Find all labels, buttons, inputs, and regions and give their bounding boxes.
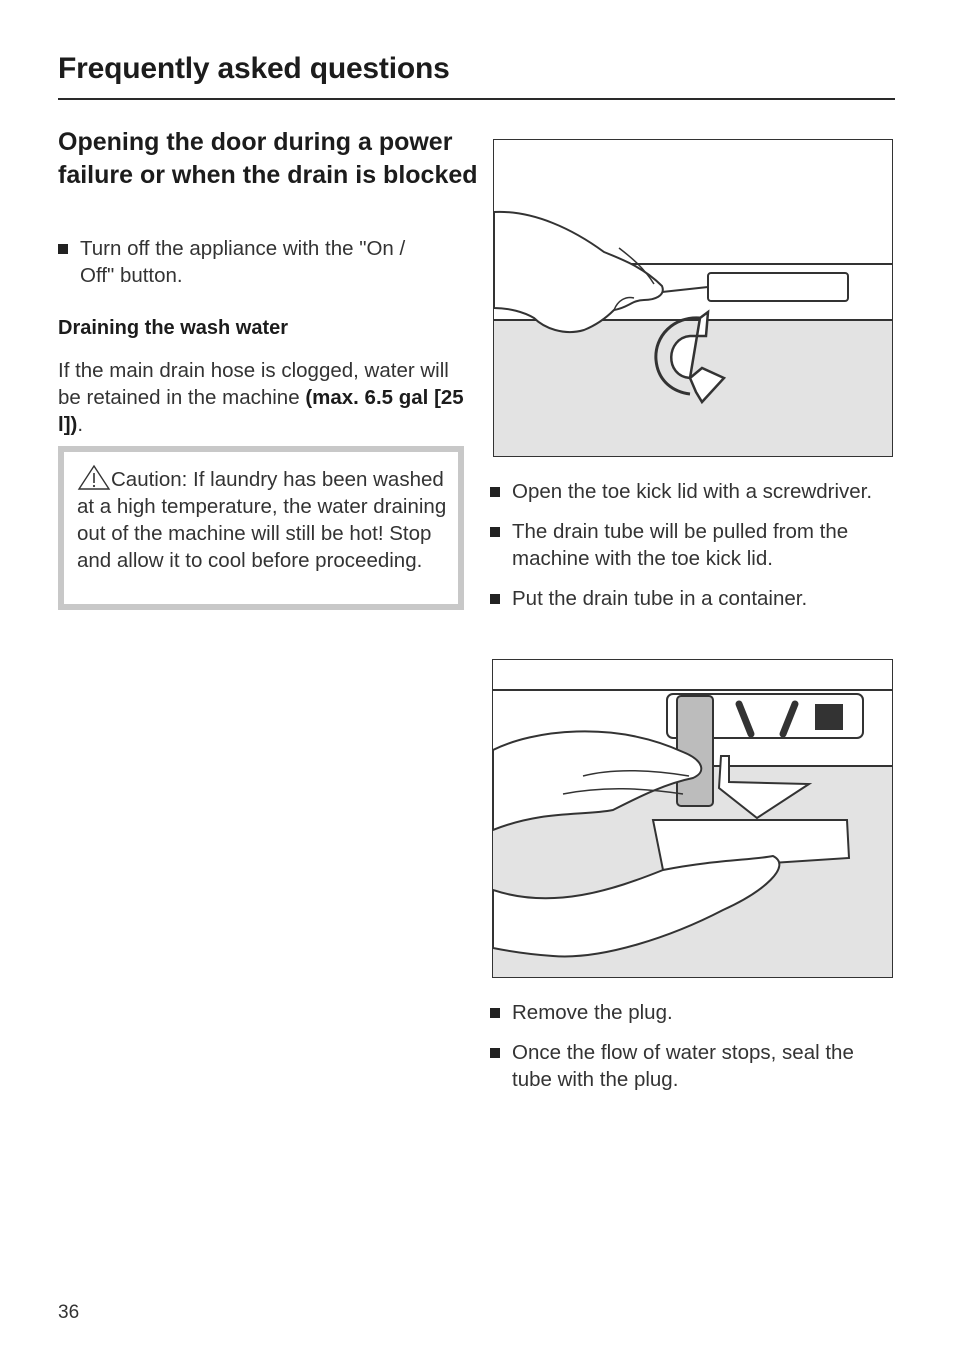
paragraph-bold: (max. 6.5 gal [25 l]) [58,386,464,436]
page-header: Frequently asked questions [58,52,450,85]
toe-kick-illustration [494,210,892,456]
step-drain-tube-pulled: The drain tube will be pulled from the m… [512,520,849,570]
header-divider [58,98,895,100]
step-text: Turn off the appliance with the "On / Of… [80,237,406,287]
step-seal-tube: Once the flow of water stops, seal the t… [512,1041,854,1091]
drain-tube-illustration [493,689,892,977]
square-bullet-icon [490,1048,500,1058]
square-bullet-icon [58,244,68,254]
caution-box: Caution: If laundry has been washed at a… [58,446,464,610]
drain-tube-figure [492,659,893,978]
page-number: 36 [58,1302,80,1323]
toe-kick-figure [493,139,893,457]
subheading: Draining the wash water [58,317,289,339]
square-bullet-icon [490,487,500,497]
step-remove-plug: Remove the plug. [512,1001,673,1024]
section-title: Opening the door during a power failure … [58,128,478,189]
right-steps-group-2: Remove the plug. Once the flow of water … [490,999,895,1093]
square-bullet-icon [490,1008,500,1018]
caution-text: Caution: If laundry has been washed at a… [77,468,447,572]
step-open-lid: Open the toe kick lid with a screwdriver… [512,480,873,503]
step-turn-off: Turn off the appliance with the "On / Of… [58,235,418,289]
paragraph-end: . [77,413,84,436]
warning-triangle-icon [77,464,111,490]
right-steps-group-1: Open the toe kick lid with a screwdriver… [490,478,895,612]
square-bullet-icon [490,594,500,604]
drain-paragraph: If the main drain hose is clogged, water… [58,357,468,438]
square-bullet-icon [490,527,500,537]
paragraph-text: If the main drain hose is clogged, water… [58,359,449,409]
step-tube-container: Put the drain tube in a container. [512,587,808,610]
